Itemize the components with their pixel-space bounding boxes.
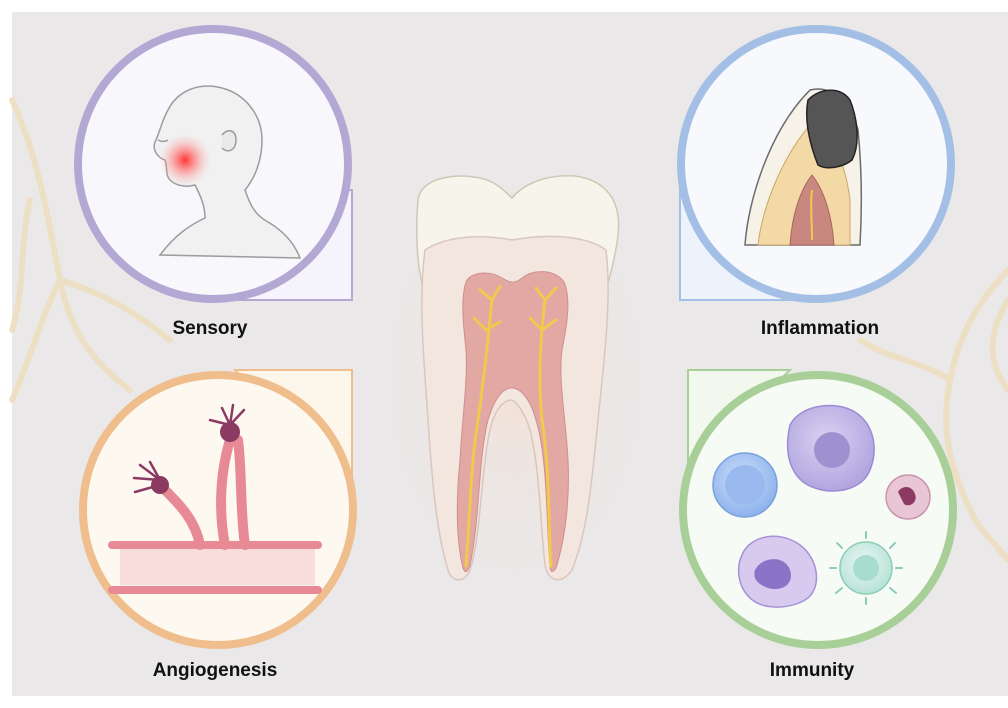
- immunity-panel: [683, 370, 953, 645]
- immunity-label: Immunity: [742, 660, 882, 682]
- inflammation-label: Inflammation: [740, 318, 900, 340]
- sensory-label: Sensory: [140, 318, 280, 340]
- dendritic-cell-nucleus: [853, 555, 879, 581]
- tooth-illustration: [365, 150, 665, 610]
- angiogenesis-label: Angiogenesis: [130, 660, 300, 682]
- caries-lesion-icon: [807, 90, 857, 167]
- angiogenesis-panel: [83, 370, 353, 645]
- pain-spot-icon: [159, 134, 211, 186]
- sensory-panel: [78, 29, 352, 300]
- inflammation-panel: [680, 29, 951, 300]
- macrophage-nucleus: [814, 432, 850, 468]
- lymphocyte-nucleus: [725, 465, 765, 505]
